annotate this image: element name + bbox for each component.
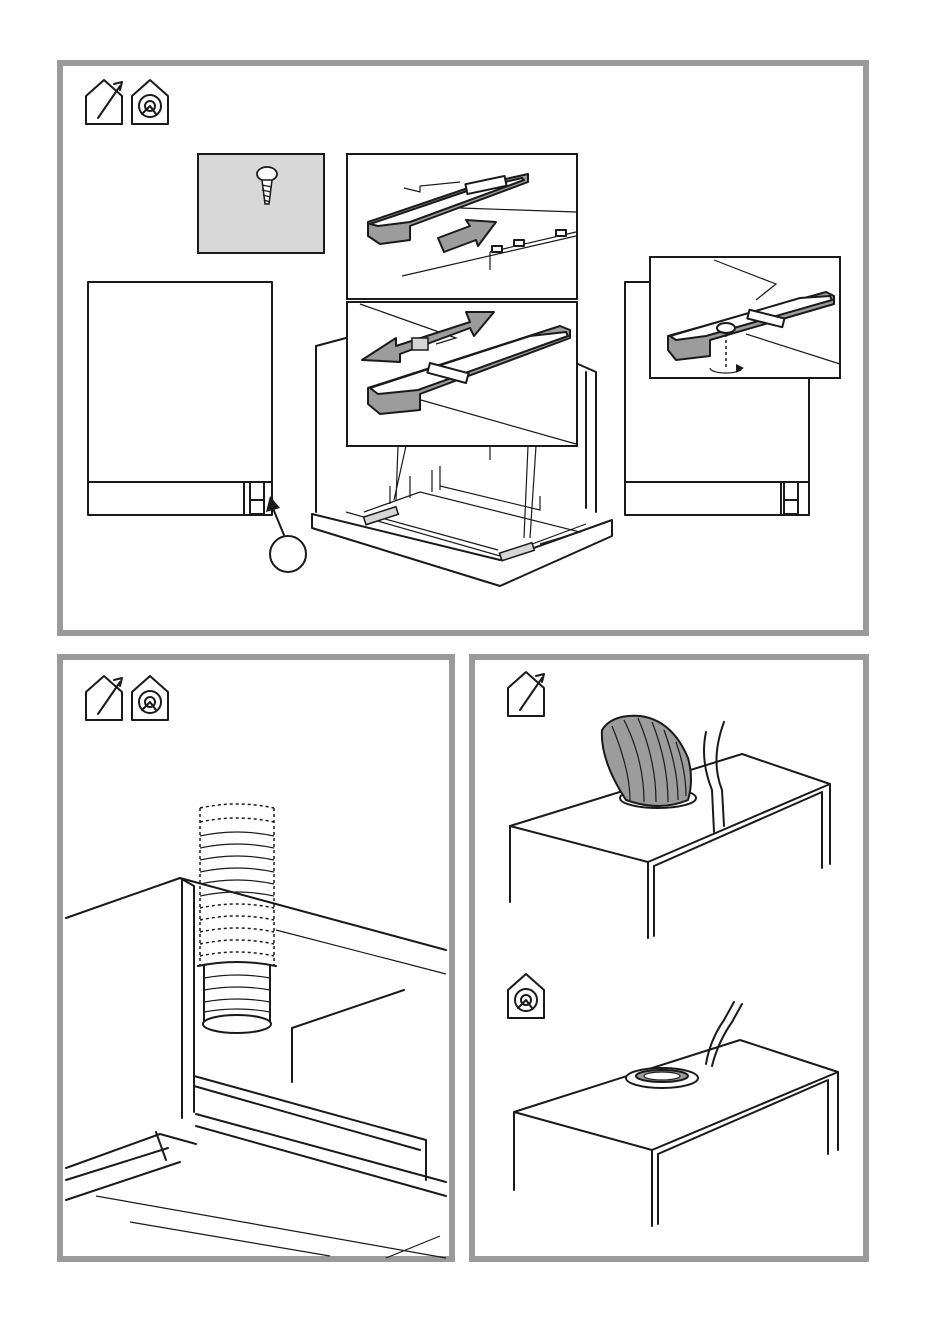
duct-connection-panel	[60, 657, 452, 1259]
bracket-adjust-inset	[347, 302, 577, 446]
screw-detail	[198, 154, 324, 253]
left-cabinet	[88, 282, 272, 515]
bracket-slide-inset-top	[347, 154, 577, 299]
callout-circle	[270, 536, 306, 572]
bracket-screw-inset	[650, 257, 840, 378]
